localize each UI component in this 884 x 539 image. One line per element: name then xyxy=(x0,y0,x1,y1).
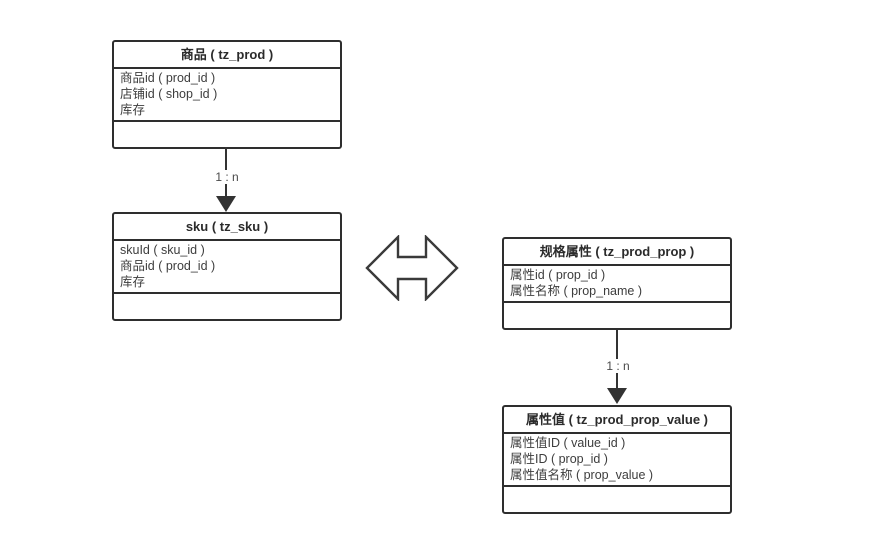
entity-tz-prod-fields: 商品id ( prod_id ) 店铺id ( shop_id ) 库存 xyxy=(114,69,340,122)
bidirectional-arrow-icon xyxy=(365,235,459,301)
entity-tz-sku: sku ( tz_sku ) skuId ( sku_id ) 商品id ( p… xyxy=(112,212,342,321)
entity-tz-sku-empty-section xyxy=(114,294,340,319)
field-row: skuId ( sku_id ) xyxy=(120,243,205,257)
entity-tz-prod-prop-value-empty-section xyxy=(504,487,730,512)
field-row: 库存 xyxy=(120,275,146,289)
cardinality-label: 1 : n xyxy=(603,359,633,373)
entity-tz-prod: 商品 ( tz_prod ) 商品id ( prod_id ) 店铺id ( s… xyxy=(112,40,342,149)
entity-tz-prod-prop-empty-section xyxy=(504,303,730,328)
entity-tz-prod-prop-title: 规格属性 ( tz_prod_prop ) xyxy=(504,239,730,266)
arrow-down-icon xyxy=(216,196,236,212)
entity-tz-prod-empty-section xyxy=(114,122,340,147)
field-row: 属性值名称 ( prop_value ) xyxy=(510,468,654,482)
field-row: 属性id ( prop_id ) xyxy=(510,268,606,282)
arrow-down-icon xyxy=(607,388,627,404)
entity-tz-sku-title: sku ( tz_sku ) xyxy=(114,214,340,241)
field-row: 店铺id ( shop_id ) xyxy=(120,87,218,101)
entity-tz-prod-prop-value-title: 属性值 ( tz_prod_prop_value ) xyxy=(504,407,730,434)
field-row: 属性值ID ( value_id ) xyxy=(510,436,626,450)
field-row: 库存 xyxy=(120,103,146,117)
cardinality-label: 1 : n xyxy=(212,170,242,184)
entity-tz-prod-prop: 规格属性 ( tz_prod_prop ) 属性id ( prop_id ) 属… xyxy=(502,237,732,330)
entity-tz-sku-fields: skuId ( sku_id ) 商品id ( prod_id ) 库存 xyxy=(114,241,340,294)
entity-tz-prod-prop-value-fields: 属性值ID ( value_id ) 属性ID ( prop_id ) 属性值名… xyxy=(504,434,730,487)
field-row: 属性ID ( prop_id ) xyxy=(510,452,608,466)
entity-tz-prod-title: 商品 ( tz_prod ) xyxy=(114,42,340,69)
entity-tz-prod-prop-fields: 属性id ( prop_id ) 属性名称 ( prop_name ) xyxy=(504,266,730,303)
field-row: 商品id ( prod_id ) xyxy=(120,71,216,85)
field-row: 属性名称 ( prop_name ) xyxy=(510,284,642,298)
field-row: 商品id ( prod_id ) xyxy=(120,259,216,273)
entity-tz-prod-prop-value: 属性值 ( tz_prod_prop_value ) 属性值ID ( value… xyxy=(502,405,732,514)
